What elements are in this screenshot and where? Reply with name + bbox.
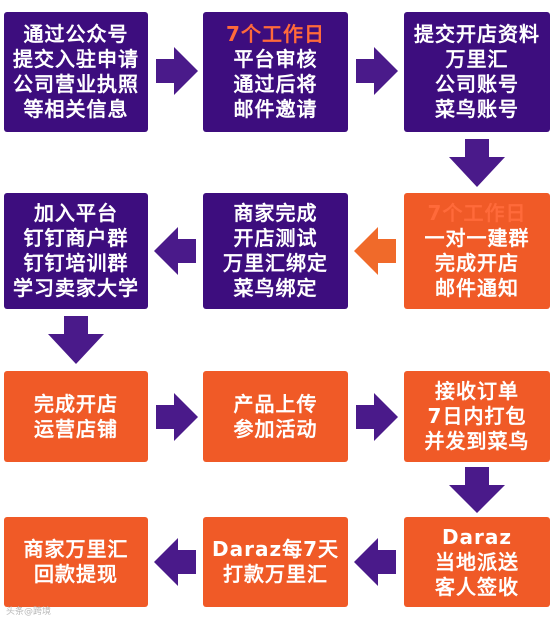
step-text-line: 开店测试 (233, 226, 318, 250)
arrow-left-icon (154, 538, 196, 586)
step-text-line: 提交入驻申请 (13, 47, 139, 71)
step-text-line: 一对一建群 (424, 226, 530, 250)
arrow-right-icon (356, 393, 398, 441)
step-text-line: 钉钉商户群 (23, 226, 129, 250)
step-text-line: 等相关信息 (23, 97, 129, 121)
step-text-line: 当地派送 (435, 549, 519, 574)
step-text-line: 通过后将 (233, 72, 318, 96)
step-3-submit-store-info: 提交开店资料万里汇公司账号菜鸟账号 (404, 12, 550, 132)
step-text-line: 邮件通知 (435, 276, 519, 300)
arrow-left-icon (354, 538, 396, 586)
step-text-line: 平台审核 (233, 47, 318, 71)
arrow-down-icon (449, 467, 505, 513)
step-text-line: 完成开店 (435, 251, 519, 275)
step-text-line: 加入平台 (34, 201, 118, 225)
step-text-line: 并发到菜鸟 (424, 429, 530, 453)
step-text-line: 公司账号 (435, 72, 519, 96)
step-6-join-platform: 加入平台钉钉商户群钉钉培训群学习卖家大学 (4, 193, 148, 309)
step-2-platform-review: 7个工作日平台审核通过后将邮件邀请 (203, 12, 348, 132)
step-text-line: 万里汇绑定 (223, 251, 328, 275)
step-text-line: 通过公众号 (23, 22, 129, 46)
step-text-line: Daraz (441, 524, 513, 549)
step-text-line: 接收订单 (435, 379, 519, 403)
step-text-line: 学习卖家大学 (13, 276, 139, 300)
step-text-line: 完成开店 (34, 391, 118, 416)
step-4-group-setup: 7个工作日一对一建群完成开店邮件通知 (404, 193, 550, 309)
step-text-line: 钉钉培训群 (23, 251, 129, 275)
step-text-line: 回款提现 (34, 562, 118, 586)
step-text-line: 菜鸟绑定 (233, 276, 318, 300)
step-text-line: Daraz每7天 (211, 537, 339, 561)
watermark: 头条@跨境 (6, 607, 52, 617)
step-text-line: 7个工作日 (226, 22, 325, 46)
step-text-line: 客人签收 (435, 574, 519, 599)
step-text-line: 万里汇 (445, 47, 509, 71)
arrow-down-icon (449, 139, 505, 187)
step-5-store-testing: 商家完成开店测试万里汇绑定菜鸟绑定 (203, 193, 348, 309)
arrow-right-icon (156, 47, 198, 95)
step-8-upload-products: 产品上传参加活动 (203, 371, 348, 462)
arrow-right-icon (156, 393, 198, 441)
step-text-line: 运营店铺 (34, 416, 118, 441)
step-text-line: 提交开店资料 (414, 22, 540, 46)
step-text-line: 打款万里汇 (223, 562, 328, 586)
step-text-line: 公司营业执照 (13, 72, 139, 96)
step-text-line: 7个工作日 (427, 201, 527, 225)
step-text-line: 7日内打包 (427, 404, 527, 428)
step-text-line: 邮件邀请 (233, 97, 318, 121)
arrow-left-icon (154, 227, 196, 275)
arrow-right-icon (356, 47, 398, 95)
step-text-line: 商家万里汇 (23, 537, 129, 561)
step-1-submit-application: 通过公众号提交入驻申请公司营业执照等相关信息 (4, 12, 148, 132)
step-text-line: 菜鸟账号 (435, 97, 519, 121)
arrow-down-icon (48, 316, 104, 364)
arrow-left-icon (354, 227, 396, 275)
step-text-line: 产品上传 (233, 391, 318, 416)
step-text-line: 商家完成 (233, 201, 318, 225)
step-7-operate-store: 完成开店运营店铺 (4, 371, 148, 462)
step-text-line: 参加活动 (233, 416, 318, 441)
step-11-daraz-payout: Daraz每7天打款万里汇 (203, 517, 348, 607)
step-12-merchant-withdrawal: 商家万里汇回款提现 (4, 517, 148, 607)
